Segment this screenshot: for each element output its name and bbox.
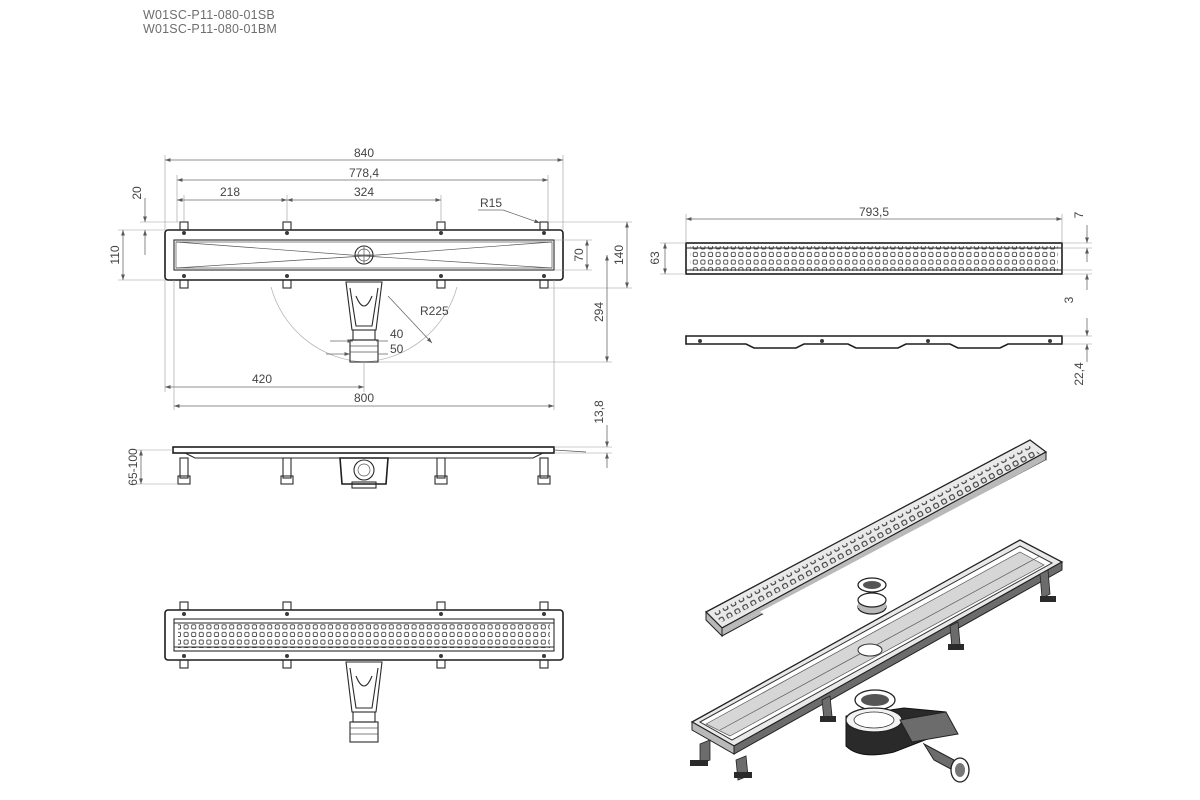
assembled-flange-outline [164, 609, 564, 661]
assembled-grate-perforations [178, 622, 550, 648]
assembled-brackets [179, 601, 549, 669]
dim-grate-bottom: 3 [1062, 296, 1076, 303]
grate-outline [685, 242, 1063, 275]
iso-strainer-parts [857, 577, 887, 615]
siphon-outlet [345, 281, 383, 363]
iso-legs [690, 569, 1056, 781]
assembled-siphon [345, 661, 383, 743]
side-legs [177, 457, 551, 485]
iso-channel [690, 539, 1064, 755]
model-code-bm: W01SC-P11-080-01BM [143, 22, 277, 36]
dim-channel-width: 70 [572, 248, 586, 262]
dim-grate-height: 63 [648, 251, 662, 265]
dim-segment-left: 218 [220, 185, 240, 199]
side-view: 13,8 65-100 [126, 400, 612, 489]
dim-segment-mid: 324 [354, 185, 374, 199]
dim-channel-length: 800 [354, 391, 374, 405]
top-view: 840 778,4 218 324 R15 110 [108, 146, 632, 410]
channel-opening [173, 239, 555, 271]
side-flange [172, 446, 555, 454]
dim-outlet-reach: 294 [592, 302, 606, 322]
side-siphon [339, 457, 389, 489]
outlet-swing-arc [270, 286, 365, 363]
dim-outlet-position: 420 [252, 372, 272, 386]
assembled-top-view [164, 601, 564, 743]
dim-height-top-offset: 20 [130, 186, 144, 200]
grate-perforations [690, 246, 1058, 271]
dim-flange-thickness: 13,8 [592, 400, 606, 424]
dim-outlet-radius: R225 [420, 304, 449, 318]
model-code-sb: W01SC-P11-080-01SB [143, 8, 275, 22]
dim-mounting-span: 778,4 [349, 166, 379, 180]
grate-profile [685, 335, 1063, 349]
dim-leg-height: 65-100 [126, 448, 140, 486]
iso-grate [704, 439, 1048, 638]
mounting-holes [182, 231, 546, 278]
dim-overall-length: 840 [354, 146, 374, 160]
dim-corner-radius: R15 [480, 196, 502, 210]
dim-grate-top: 7 [1072, 211, 1086, 218]
dim-outlet-inner: 40 [390, 327, 404, 341]
dim-height-outer: 110 [108, 245, 122, 264]
dim-outlet-outer: 50 [390, 342, 404, 356]
dim-grate-depth: 22,4 [1072, 362, 1086, 386]
isometric-view [690, 439, 1064, 783]
dim-flange-width: 140 [612, 245, 626, 265]
grate-view: 793,5 63 7 3 2 [648, 205, 1092, 386]
iso-siphon [845, 689, 970, 783]
channel-flange-outline [164, 229, 564, 281]
dim-grate-length: 793,5 [859, 205, 889, 219]
